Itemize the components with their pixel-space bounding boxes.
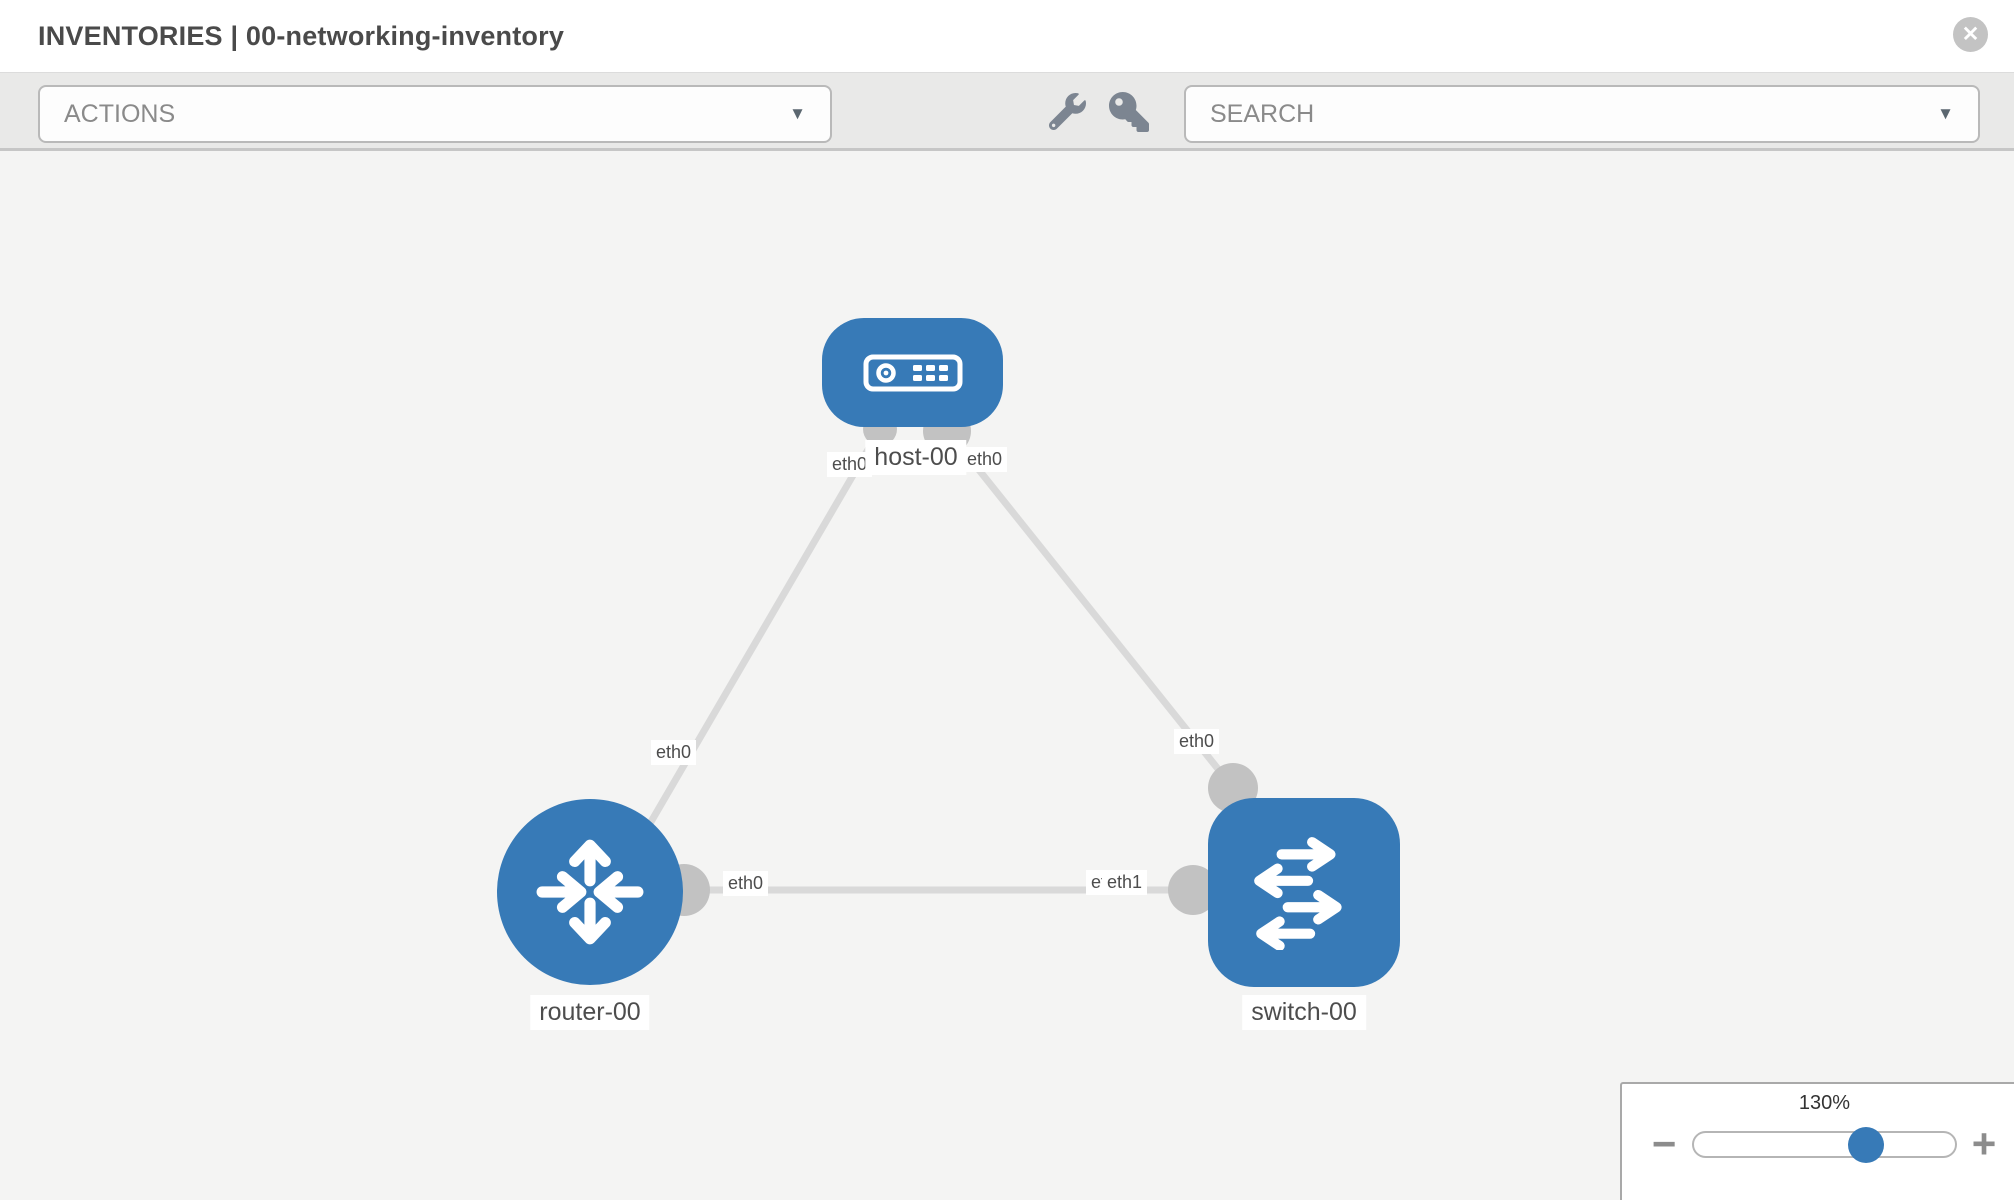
edge-host-switch[interactable] (944, 427, 1261, 822)
actions-dropdown-label: ACTIONS (64, 99, 176, 128)
port-label-eth0: eth0 (1174, 729, 1220, 754)
key-icon (1109, 92, 1149, 132)
minus-icon: − (1651, 1120, 1677, 1167)
zoom-level-label: 130% (1798, 1092, 1851, 1114)
port-label-eth0: eth0 (827, 452, 873, 477)
wrench-icon (1049, 93, 1086, 130)
node-label-switch: switch-00 (1242, 995, 1366, 1030)
search-dropdown[interactable]: SEARCH ▼ (1184, 85, 1980, 143)
switch-icon (1254, 836, 1342, 950)
plus-icon: + (1971, 1120, 1997, 1167)
node-label-router: router-00 (530, 995, 650, 1030)
connector-switch-left (1168, 865, 1218, 915)
port-label-eth0: eth0 (723, 871, 769, 896)
node-switch-00[interactable] (1208, 798, 1400, 987)
edges-layer (602, 407, 1261, 916)
port-label-eth0: eth0 (962, 447, 1008, 472)
zoom-slider-handle[interactable] (1848, 1127, 1884, 1163)
zoom-slider[interactable] (1692, 1127, 1957, 1163)
credentials-button[interactable] (1108, 92, 1150, 132)
node-label-host: host-00 (865, 440, 967, 475)
router-icon (536, 839, 644, 945)
actions-dropdown[interactable]: ACTIONS ▼ (38, 85, 832, 143)
configure-button[interactable] (1049, 93, 1086, 130)
zoom-out-button[interactable]: − (1642, 1122, 1686, 1166)
zoom-panel: 130% − + (1620, 1082, 2014, 1200)
header: INVENTORIES | 00-networking-inventory ✕ (0, 0, 2014, 72)
close-icon: ✕ (1961, 23, 1980, 46)
page-title: INVENTORIES | 00-networking-inventory (38, 20, 565, 51)
node-host-00[interactable] (822, 318, 1003, 427)
close-button[interactable]: ✕ (1953, 17, 1988, 52)
port-label-eth1: eth1 (1102, 870, 1148, 895)
zoom-in-button[interactable]: + (1962, 1122, 2006, 1166)
chevron-down-icon: ▼ (1937, 104, 1954, 123)
chevron-down-icon: ▼ (789, 104, 806, 123)
search-dropdown-label: SEARCH (1210, 99, 1315, 128)
host-device-icon (863, 354, 962, 391)
topology-canvas[interactable]: host-00 router-00 switch-00 eth0 eth0 et… (0, 151, 2014, 1200)
node-router-00[interactable] (497, 799, 683, 985)
toolbar: ACTIONS ▼ SEARCH ▼ (0, 72, 2014, 151)
edge-host-router[interactable] (602, 427, 884, 901)
port-label-eth0: eth0 (651, 740, 697, 765)
